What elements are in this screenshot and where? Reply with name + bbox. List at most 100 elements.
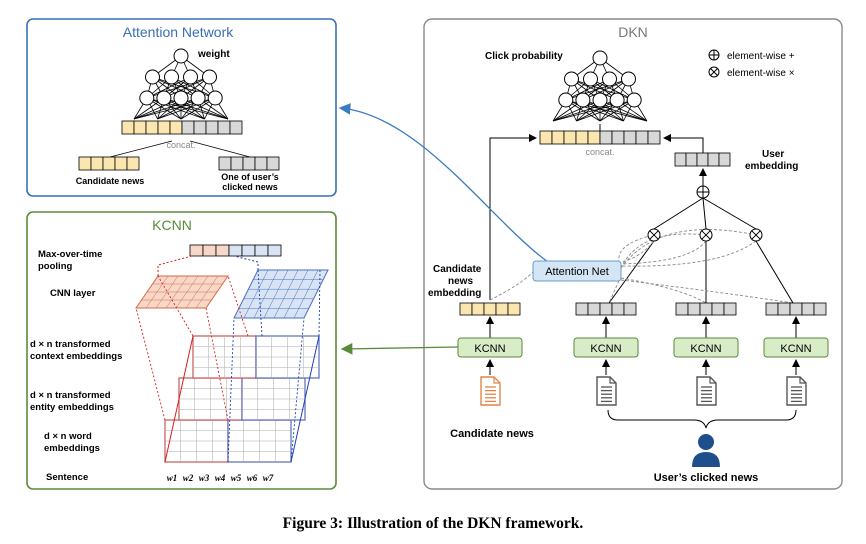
vector-cell <box>611 130 625 145</box>
pool-red-part <box>189 244 230 257</box>
attention-dashed-line <box>620 240 757 267</box>
conv-connector-red <box>227 275 249 337</box>
dkn-panel-border <box>423 18 843 490</box>
user-icon <box>692 434 720 467</box>
vector-cell <box>193 120 207 135</box>
cnn-map-red <box>135 275 229 309</box>
clicked-news-embedding <box>765 302 827 316</box>
word-label-1: d × n word <box>44 431 92 442</box>
dkn-panel-title: DKN <box>618 24 648 40</box>
mlp-edge <box>582 99 624 122</box>
element-wise-times-icon <box>699 228 713 242</box>
attention-concat-vector <box>121 120 243 135</box>
vector-cell <box>121 120 135 135</box>
pool-connector-blue <box>233 255 259 270</box>
candidate-to-concat-arrow <box>489 134 537 300</box>
vector-cell <box>674 152 687 167</box>
attention-link-arrow <box>338 103 549 263</box>
sentence-word: w3 <box>199 473 210 483</box>
pool-label-1: Max-over-time <box>38 249 102 260</box>
element-wise-times-icon <box>647 228 661 242</box>
attention-concat-lines <box>109 140 251 158</box>
vector-cell <box>599 302 613 316</box>
vector-cell <box>266 156 280 171</box>
word-label-2: embeddings <box>44 443 100 454</box>
vector-cell <box>711 302 725 316</box>
dkn-concat-user-part <box>599 130 661 145</box>
mlp-node <box>583 71 598 87</box>
kcnn-box-label: KCNN <box>780 343 811 355</box>
mlp-node <box>626 92 642 108</box>
kcnn-box-label: KCNN <box>474 343 505 355</box>
conv-connector-blue <box>257 269 263 337</box>
mlp-node <box>139 90 155 106</box>
element-wise-times-icon <box>749 228 763 242</box>
mlp-edge <box>157 97 216 120</box>
times-to-plus-line <box>653 197 704 230</box>
dkn-concat-vector <box>539 130 661 145</box>
candidate-embedding-label-1: Candidate <box>433 264 482 275</box>
vector-cell <box>611 302 625 316</box>
attention-panel-title: Attention Network <box>123 24 234 40</box>
vector-cell <box>777 302 791 316</box>
attention-clicked-label-1: One of user’s <box>221 172 279 182</box>
cnn-layer-maps <box>135 255 329 319</box>
clicked-document-icon <box>786 376 807 406</box>
mlp-node <box>173 90 189 106</box>
vector-cell <box>801 302 815 316</box>
vector-cell <box>699 302 713 316</box>
mlp-node <box>190 90 206 106</box>
legend-times-label: element-wise × <box>727 68 795 79</box>
kcnn-panel-title: KCNN <box>152 217 192 233</box>
mlp-edge <box>582 78 629 101</box>
clicked-document-icon <box>596 376 617 406</box>
dkn-concat-label: concat. <box>585 147 614 157</box>
entity-label-1: d × n transformed <box>30 390 111 401</box>
conv-connector-blue <box>290 317 305 463</box>
vector-cell <box>471 302 485 316</box>
conv-connector-red <box>205 307 229 421</box>
mlp-edge <box>152 76 216 99</box>
conv-connector-blue <box>227 317 235 463</box>
mlp-node <box>164 69 179 85</box>
attention-net-label: Attention Net <box>545 266 609 278</box>
vector-cell <box>623 302 637 316</box>
vector-cell <box>635 130 649 145</box>
mlp-node <box>558 92 574 108</box>
mlp-node <box>156 90 172 106</box>
vector-cell <box>78 156 92 171</box>
max-pooling-vector <box>189 244 282 257</box>
vector-cell <box>242 156 256 171</box>
attention-candidate-vector <box>78 156 140 171</box>
mlp-edge <box>171 76 216 99</box>
vector-cell <box>133 120 147 135</box>
mlp-node <box>602 71 617 87</box>
clicked-news-embedding <box>675 302 737 316</box>
mlp-node <box>145 69 160 85</box>
attention-dashed-line <box>620 229 757 269</box>
vector-cell <box>114 156 128 171</box>
mlp-edge <box>599 99 648 122</box>
mlp-node <box>575 92 591 108</box>
element-wise-plus-icon <box>696 185 710 199</box>
weight-label: weight <box>197 49 230 60</box>
vector-cell <box>483 302 497 316</box>
sentence-word: w1 <box>167 473 178 483</box>
mlp-edge <box>157 97 199 120</box>
times-to-plus-line <box>702 197 707 230</box>
vector-cell <box>102 156 116 171</box>
vector-cell <box>254 156 268 171</box>
vector-cell <box>687 302 701 316</box>
attention-net-box: Attention Net <box>532 260 622 282</box>
mlp-node <box>609 92 625 108</box>
attention-candidate-label: Candidate news <box>76 176 145 186</box>
legend-plus-label: element-wise + <box>727 51 795 62</box>
mlp-edge <box>133 97 182 120</box>
cnn-map-blue <box>233 269 329 319</box>
vector-cell <box>145 120 159 135</box>
attention-dashed-line <box>620 279 794 304</box>
sentence-word: w4 <box>215 473 226 483</box>
vector-cell <box>551 130 565 145</box>
